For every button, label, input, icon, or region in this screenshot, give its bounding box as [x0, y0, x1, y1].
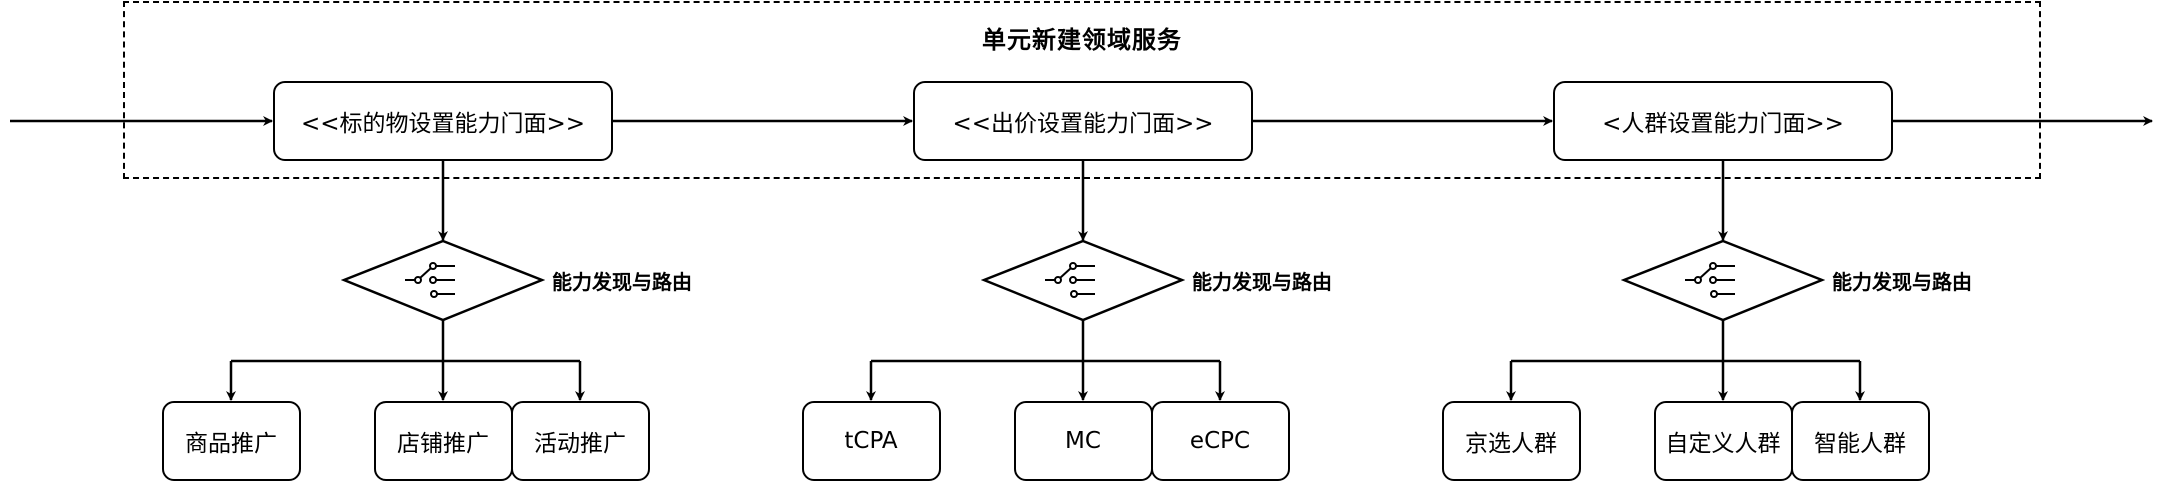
capability-label: eCPC [1189, 428, 1251, 454]
router-label: 能力发现与路由 [552, 270, 692, 294]
capability-label: MC [1065, 428, 1101, 454]
router-label: 能力发现与路由 [1192, 270, 1332, 294]
capability-box[interactable]: MC [1013, 401, 1153, 481]
capability-box[interactable]: eCPC [1150, 401, 1290, 481]
capability-box[interactable]: 京选人群 [1441, 401, 1581, 481]
router-label: 能力发现与路由 [1832, 270, 1972, 294]
capability-box[interactable]: 店铺推广 [373, 401, 513, 481]
switch-icon [1685, 262, 1735, 298]
switch-icon [405, 262, 455, 298]
capability-label: 活动推广 [534, 431, 626, 457]
router-diamond[interactable] [1621, 238, 1825, 323]
capability-label: 京选人群 [1465, 431, 1557, 457]
router-diamond[interactable] [981, 238, 1185, 323]
facade-label: <<标的物设置能力门面>> [300, 111, 586, 137]
facade-label: <<出价设置能力门面>> [952, 111, 1214, 137]
capability-box[interactable]: 智能人群 [1790, 401, 1930, 481]
capability-box[interactable]: tCPA [801, 401, 941, 481]
capability-box[interactable]: 商品推广 [161, 401, 301, 481]
capability-label: 店铺推广 [397, 431, 489, 457]
capability-label: 智能人群 [1814, 431, 1906, 457]
capability-label: 自定义人群 [1665, 431, 1781, 457]
domain-service-container: 单元新建领域服务 [123, 1, 2041, 179]
router-diamond[interactable] [341, 238, 545, 323]
facade-box[interactable]: <<出价设置能力门面>> [913, 81, 1253, 161]
container-title: 单元新建领域服务 [982, 26, 1182, 54]
capability-label: tCPA [844, 428, 898, 454]
switch-icon [1045, 262, 1095, 298]
capability-label: 商品推广 [185, 431, 277, 457]
facade-label: <人群设置能力门面>> [1602, 111, 1844, 137]
facade-box[interactable]: <<标的物设置能力门面>> [273, 81, 613, 161]
capability-box[interactable]: 活动推广 [510, 401, 650, 481]
facade-box[interactable]: <人群设置能力门面>> [1553, 81, 1893, 161]
capability-box[interactable]: 自定义人群 [1653, 401, 1793, 481]
